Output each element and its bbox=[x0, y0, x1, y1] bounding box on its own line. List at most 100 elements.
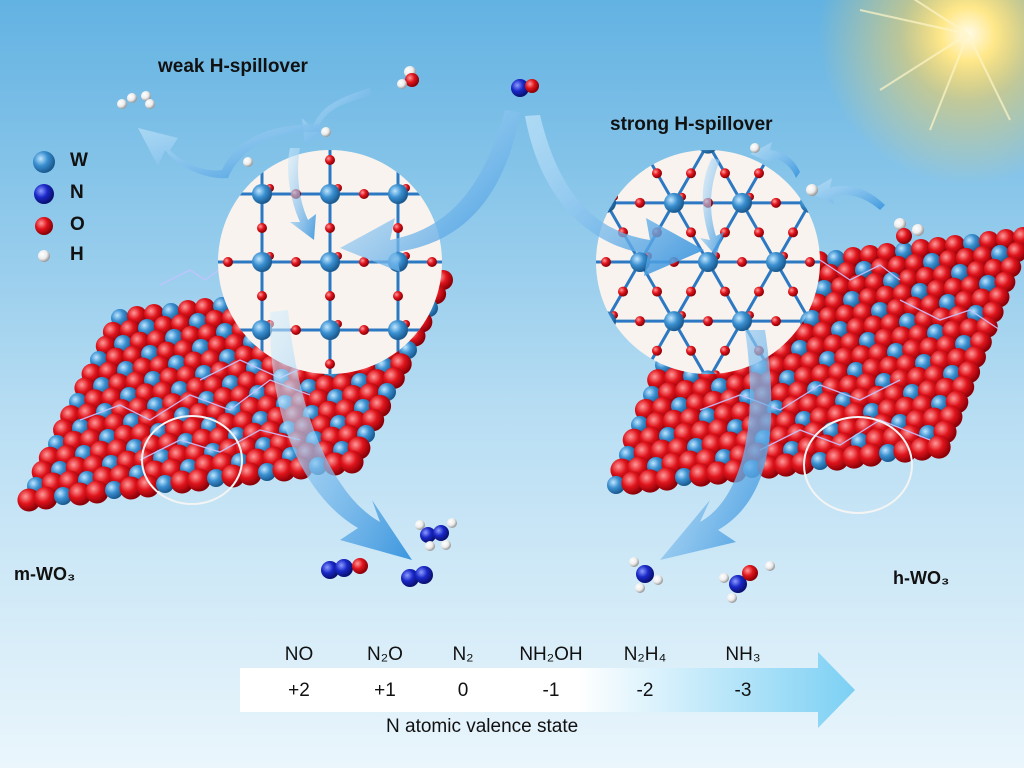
H-atom bbox=[441, 540, 451, 550]
nh3-molecule bbox=[629, 557, 663, 593]
legend-o-label: O bbox=[70, 214, 85, 235]
H-atom bbox=[117, 99, 127, 109]
O-atom bbox=[405, 73, 419, 87]
valence-nh3: -3 bbox=[734, 680, 752, 701]
slab-o-atom bbox=[689, 463, 713, 487]
slab-w-atom bbox=[871, 302, 889, 320]
lattice-o-atom bbox=[805, 257, 815, 267]
lattice-o-atom bbox=[652, 345, 662, 356]
lattice-o-atom bbox=[771, 197, 781, 208]
lattice-o-atom bbox=[771, 316, 781, 327]
lattice-o-atom bbox=[686, 168, 696, 179]
N-atom bbox=[433, 525, 449, 541]
slab-w-atom bbox=[843, 291, 861, 309]
nh2oh-molecule bbox=[719, 561, 775, 603]
valence-nh2oh: -1 bbox=[542, 680, 560, 701]
h-wo3-label: h-WO₃ bbox=[893, 568, 950, 588]
lattice-o-atom bbox=[737, 257, 747, 267]
slab-w-atom bbox=[54, 487, 72, 505]
O-atom bbox=[896, 228, 912, 244]
H-atom bbox=[243, 157, 253, 167]
O-atom bbox=[742, 565, 758, 581]
lattice-w-atom bbox=[766, 252, 786, 272]
n2h4-molecule bbox=[415, 518, 457, 551]
lattice-o-atom bbox=[325, 223, 335, 233]
slab-o-atom bbox=[927, 435, 951, 459]
slab-o-atom bbox=[340, 450, 364, 474]
lattice-o-atom bbox=[393, 223, 403, 233]
slab-o-atom bbox=[238, 462, 262, 486]
N-atom bbox=[729, 575, 747, 593]
N-atom bbox=[636, 565, 654, 583]
h-atom-left-1 bbox=[321, 127, 331, 137]
sun-glow bbox=[818, 0, 1024, 184]
slab-w-atom bbox=[895, 242, 913, 260]
lattice-o-atom bbox=[754, 227, 764, 238]
lattice-o-atom bbox=[325, 359, 335, 369]
oxygen-icon bbox=[35, 217, 53, 235]
lattice-o-atom bbox=[393, 291, 403, 301]
H-atom bbox=[653, 575, 663, 585]
valence-axis-title: N atomic valence state bbox=[386, 716, 579, 737]
H-atom bbox=[765, 561, 775, 571]
slab-o-atom bbox=[136, 474, 160, 498]
valence-n2h4: -2 bbox=[636, 680, 654, 701]
slab-o-atom bbox=[17, 488, 41, 512]
slab-o-atom bbox=[638, 469, 662, 493]
N-atom bbox=[511, 79, 529, 97]
highlight-ring-left bbox=[141, 415, 243, 505]
lattice-o-atom bbox=[291, 257, 301, 267]
lattice-w-atom bbox=[698, 252, 718, 272]
slab-w-atom bbox=[811, 452, 829, 470]
arrow-left-down bbox=[269, 310, 412, 560]
slab-w-atom bbox=[879, 444, 897, 462]
lattice-o-atom bbox=[720, 345, 730, 356]
O-atom bbox=[525, 79, 539, 93]
lattice-w-atom bbox=[630, 252, 650, 272]
slab-w-atom bbox=[803, 310, 821, 328]
slab-o-atom bbox=[706, 461, 730, 485]
slab-o-atom bbox=[859, 443, 883, 467]
H-atom bbox=[127, 93, 137, 103]
slab-o-atom bbox=[272, 458, 296, 482]
valence-no: +2 bbox=[288, 680, 310, 701]
lattice-o-atom bbox=[686, 345, 696, 356]
sun-rays bbox=[859, 0, 1011, 131]
H-atom bbox=[727, 593, 737, 603]
slab-w-atom bbox=[951, 264, 969, 282]
lattice-w-atom bbox=[388, 320, 408, 340]
lattice-o-atom bbox=[223, 257, 233, 267]
slab-o-atom bbox=[221, 464, 245, 488]
slab-o-atom bbox=[34, 486, 58, 510]
slab-w-atom bbox=[105, 481, 123, 499]
h2-molecules-left bbox=[117, 91, 155, 109]
valence-n2: 0 bbox=[457, 680, 469, 701]
slab-w-atom bbox=[991, 245, 1009, 263]
h-atom-left-2 bbox=[243, 157, 253, 167]
species-n2h4: N₂H₄ bbox=[623, 644, 667, 665]
slab-w-atom bbox=[675, 468, 693, 486]
H-atom bbox=[447, 518, 457, 528]
lattice-w-atom bbox=[320, 320, 340, 340]
lattice-o-atom bbox=[686, 227, 696, 238]
lattice-o-atom bbox=[754, 168, 764, 179]
valence-n2o: +1 bbox=[374, 680, 396, 701]
lattice-w-atom bbox=[664, 311, 684, 332]
lattice-o-atom bbox=[635, 197, 645, 208]
lattice-o-atom bbox=[703, 316, 713, 327]
lattice-o-atom bbox=[788, 286, 798, 297]
slab-o-atom bbox=[774, 453, 798, 477]
legend-w-label: W bbox=[70, 150, 88, 171]
H-atom bbox=[141, 91, 151, 101]
n2-molecule bbox=[401, 566, 433, 587]
slab-o-atom bbox=[85, 480, 109, 504]
lattice-w-atom bbox=[388, 184, 408, 204]
H-atom bbox=[145, 99, 155, 109]
slab-w-atom bbox=[911, 283, 929, 301]
slab-w-atom bbox=[939, 294, 957, 312]
highlight-ring-right bbox=[803, 416, 913, 514]
h-atom-right-1 bbox=[750, 143, 760, 153]
lattice-o-atom bbox=[635, 316, 645, 327]
lattice-o-atom bbox=[325, 291, 335, 301]
